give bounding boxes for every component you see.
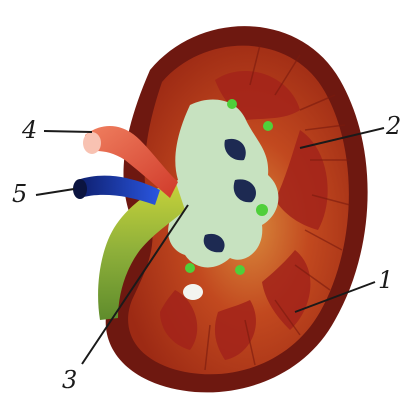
leader-line-4	[44, 131, 92, 132]
papilla-highlight	[183, 284, 203, 300]
leader-line-5	[36, 189, 74, 195]
vein-opening	[73, 179, 87, 199]
label-5: 5	[12, 182, 27, 206]
label-2: 2	[386, 114, 401, 138]
label-4: 4	[22, 118, 37, 142]
artery-opening	[83, 132, 101, 154]
label-3: 3	[62, 368, 77, 392]
label-1: 1	[378, 268, 393, 292]
